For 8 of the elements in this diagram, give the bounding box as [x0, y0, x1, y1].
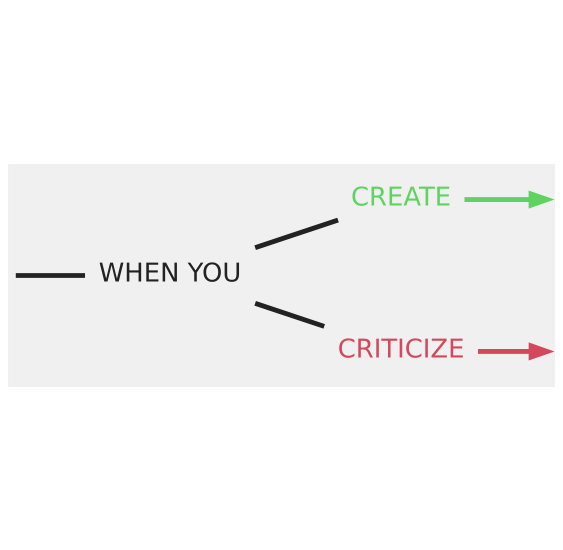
connector	[254, 217, 339, 250]
node-text: CRITICIZE	[338, 334, 464, 364]
node-text: WHEN YOU	[98, 258, 242, 288]
connector	[254, 300, 325, 328]
node-text: CREATE	[351, 182, 452, 212]
arrow	[464, 190, 555, 208]
connector	[16, 272, 86, 278]
arrow	[478, 342, 555, 360]
